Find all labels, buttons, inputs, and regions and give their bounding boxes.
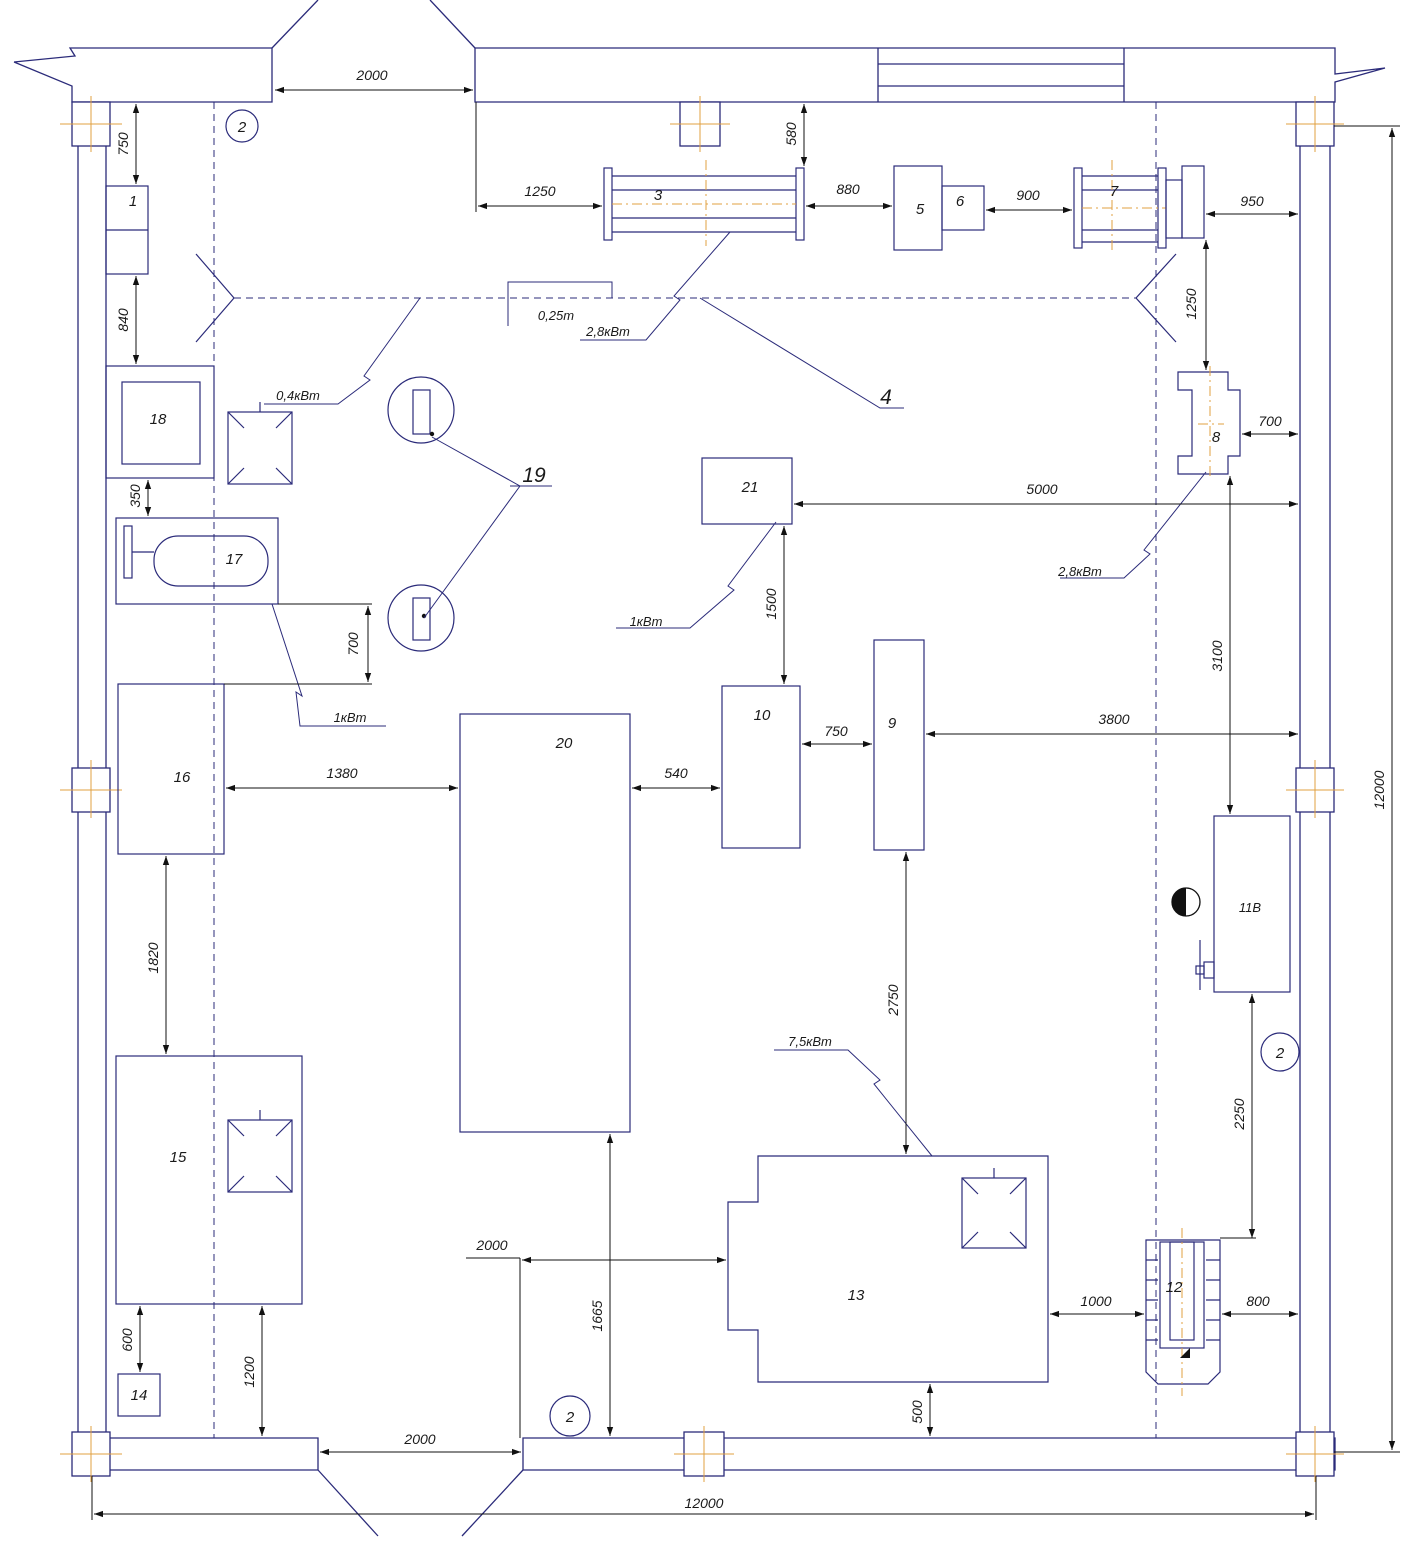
dim-1380: 1380	[326, 765, 357, 781]
dim-5000: 5000	[1026, 481, 1057, 497]
dim-700-left: 700	[345, 632, 361, 656]
axis-label-right: 2	[1275, 1045, 1285, 1062]
dim-540: 540	[664, 765, 688, 781]
dim-1250-top: 1250	[524, 183, 555, 199]
label-18: 18	[150, 411, 167, 428]
label-9: 9	[888, 715, 897, 732]
labels: 1 3 4 5 6 7 8 9 10 11В 12 13 14 15 16 17…	[115, 67, 1387, 1511]
power-75kw: 7,5кВт	[788, 1034, 832, 1049]
dim-580: 580	[783, 122, 799, 146]
label-16: 16	[174, 769, 191, 786]
label-15: 15	[170, 1149, 187, 1166]
dim-top-door: 2000	[355, 67, 387, 83]
crane-beam-4	[195, 253, 1177, 409]
dim-1000: 1000	[1080, 1293, 1111, 1309]
label-14: 14	[131, 1387, 148, 1404]
dim-950: 950	[1240, 193, 1264, 209]
dim-2750: 2750	[885, 984, 901, 1016]
crane-rail-lines	[213, 102, 1157, 1438]
equipment	[105, 160, 1291, 1417]
dim-350: 350	[127, 484, 143, 508]
dim-2250: 2250	[1231, 1098, 1247, 1130]
label-11b: 11В	[1239, 900, 1261, 915]
label-6: 6	[956, 193, 965, 210]
power-1kw-b: 1кВт	[334, 710, 367, 725]
power-28kw-a: 2,8кВт	[585, 324, 630, 339]
dim-1820: 1820	[145, 942, 161, 973]
dim-1250-right: 1250	[1183, 288, 1199, 319]
axis-label-top: 2	[237, 119, 247, 136]
axis-markers	[225, 109, 1300, 1437]
power-28kw-b: 2,8кВт	[1057, 564, 1102, 579]
dim-1665: 1665	[589, 1300, 605, 1331]
label-8: 8	[1212, 429, 1221, 446]
dim-800: 800	[1246, 1293, 1270, 1309]
dim-750-mid: 750	[824, 723, 848, 739]
label-1: 1	[129, 193, 137, 210]
dim-total-height: 12000	[1371, 770, 1387, 809]
label-21: 21	[741, 479, 759, 496]
dim-1500: 1500	[763, 588, 779, 619]
label-5: 5	[916, 201, 925, 218]
dim-2000-mid: 2000	[475, 1237, 507, 1253]
load-025t: 0,25т	[538, 308, 574, 323]
dim-500: 500	[909, 1400, 925, 1424]
power-04kw: 0,4кВт	[276, 388, 320, 403]
dim-total-width: 12000	[685, 1495, 724, 1511]
dim-750: 750	[115, 132, 131, 156]
dim-880: 880	[836, 181, 860, 197]
label-19: 19	[522, 464, 546, 487]
power-leaders	[264, 231, 1207, 1157]
label-7: 7	[1110, 183, 1119, 200]
dim-900: 900	[1016, 187, 1040, 203]
label-13: 13	[848, 1287, 865, 1304]
label-17: 17	[226, 551, 243, 568]
building-walls	[13, 0, 1386, 1537]
dim-bottom-door: 2000	[403, 1431, 435, 1447]
dimension-lines	[91, 86, 1400, 1520]
dim-3800: 3800	[1098, 711, 1129, 727]
label-4: 4	[880, 386, 892, 409]
label-10: 10	[754, 707, 771, 724]
dim-1200: 1200	[241, 1356, 257, 1387]
dim-840: 840	[115, 308, 131, 332]
axis-label-bottom: 2	[565, 1409, 575, 1426]
dim-600: 600	[119, 1328, 135, 1352]
label-20: 20	[555, 735, 573, 752]
dim-3100: 3100	[1209, 640, 1225, 671]
label-3: 3	[654, 187, 663, 204]
columns	[60, 96, 1344, 1482]
label-12: 12	[1166, 1279, 1183, 1296]
dim-700-right: 700	[1258, 413, 1282, 429]
power-1kw-a: 1кВт	[630, 614, 663, 629]
